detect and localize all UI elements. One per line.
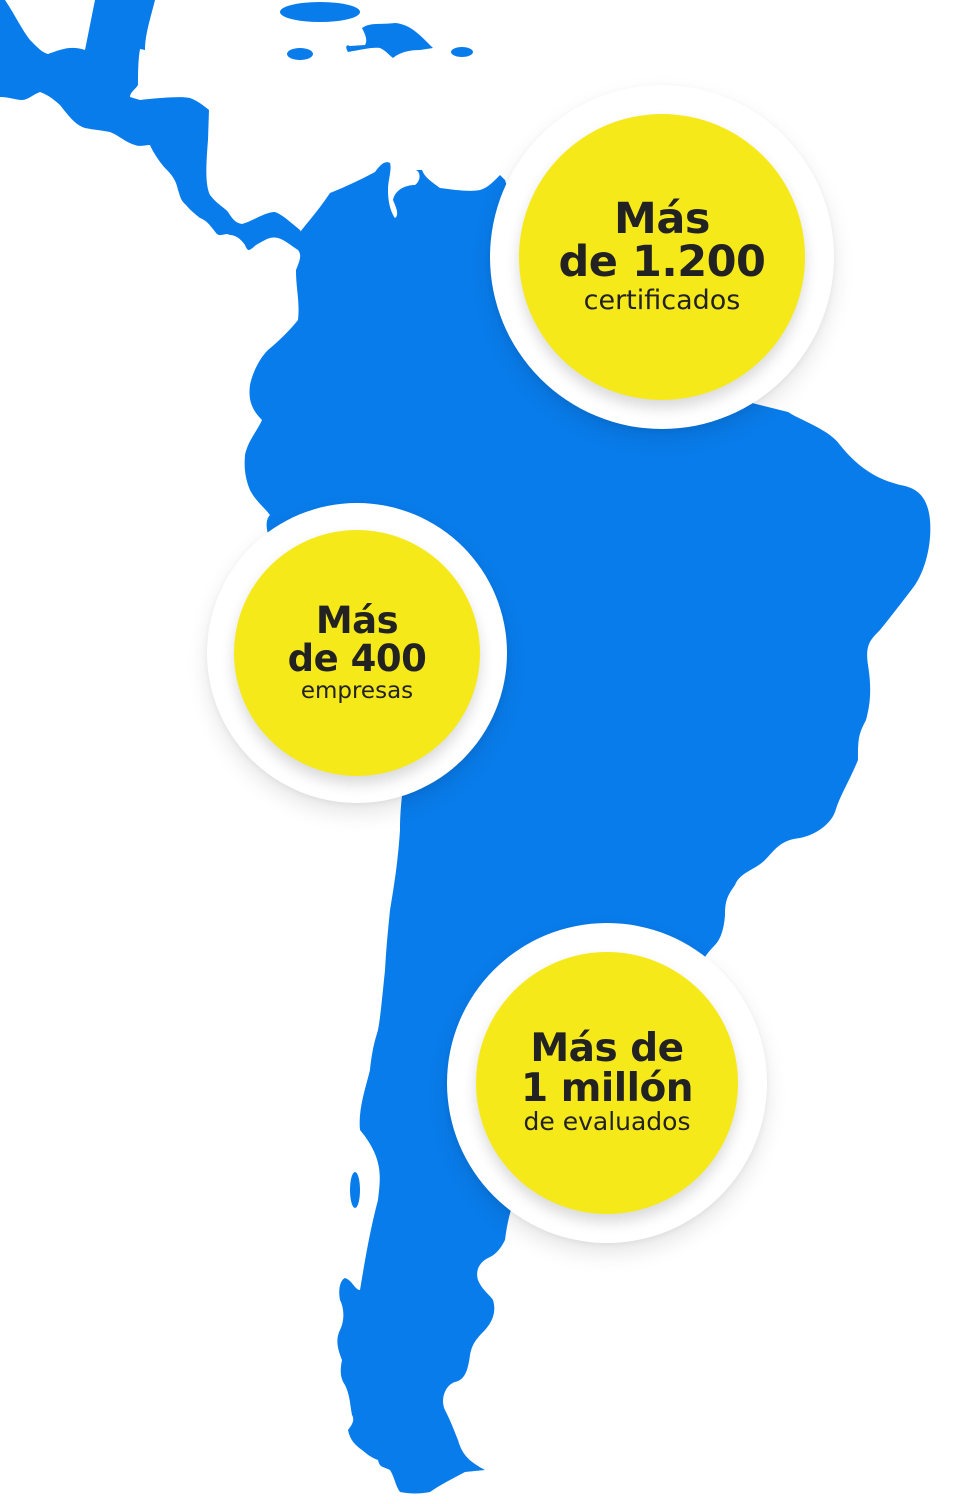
stat-empresas-badge: Más de 400 empresas	[234, 530, 480, 776]
stat-evaluados: Más de 1 millón de evaluados	[447, 923, 767, 1243]
stat-certificados-badge: Más de 1.200 certificados	[519, 114, 805, 400]
stat-evaluados-badge: Más de 1 millón de evaluados	[476, 952, 738, 1214]
stat-evaluados-label: de evaluados	[523, 1107, 691, 1137]
central-america-shape	[0, 0, 303, 250]
stat-certificados: Más de 1.200 certificados	[490, 85, 834, 429]
stat-certificados-label: certificados	[583, 285, 741, 317]
stat-empresas: Más de 400 empresas	[207, 503, 507, 803]
south-america-shape	[244, 162, 931, 1494]
stat-evaluados-value: 1 millón	[520, 1065, 694, 1111]
stat-certificados-value: de 1.200	[558, 237, 766, 288]
stat-empresas-label: empresas	[300, 677, 414, 704]
stat-certificados-line1: Más	[614, 193, 710, 244]
island-cuba	[280, 2, 360, 22]
island-hispaniola	[346, 23, 433, 58]
stat-evaluados-line1: Más de	[530, 1025, 684, 1071]
island-jamaica	[287, 48, 313, 60]
stat-empresas-value: de 400	[287, 636, 427, 680]
island-chiloe	[350, 1172, 360, 1208]
island-puerto-rico	[451, 47, 473, 57]
stat-empresas-line1: Más	[315, 599, 399, 643]
